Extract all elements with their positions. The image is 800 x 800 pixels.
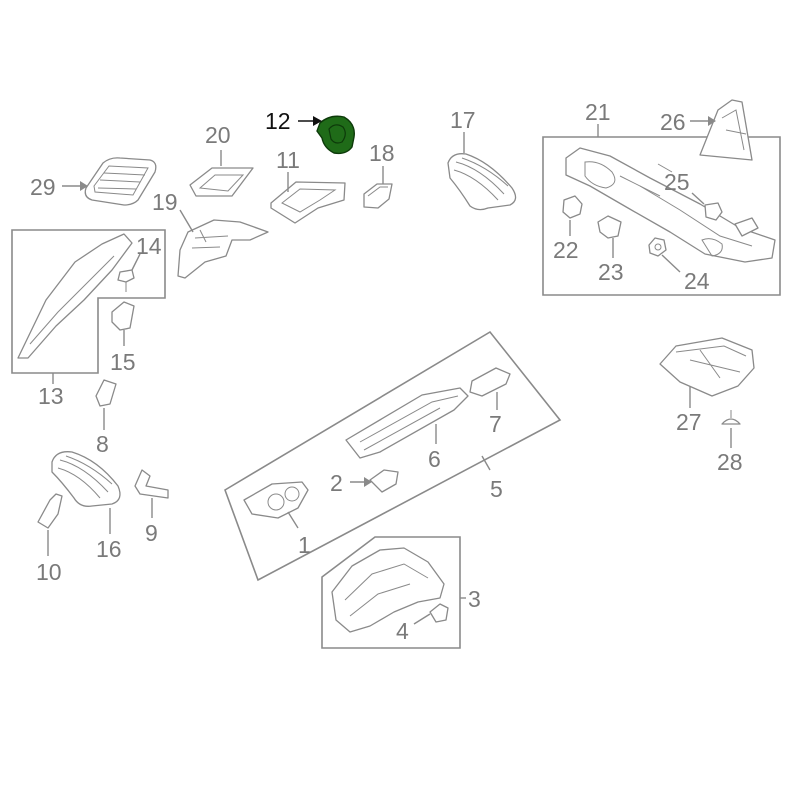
- part-13-long-trim[interactable]: [17, 233, 133, 359]
- part-25-clip[interactable]: [704, 202, 723, 221]
- part-6-glove-box[interactable]: [345, 387, 469, 459]
- part-24-fastener[interactable]: [648, 237, 667, 257]
- part-27-support-bracket[interactable]: [659, 337, 755, 397]
- callout-20[interactable]: 20: [205, 122, 231, 148]
- part-18-clip[interactable]: [363, 183, 393, 209]
- callout-13[interactable]: 13: [38, 383, 64, 409]
- callout-11[interactable]: 11: [276, 147, 300, 173]
- callout-16[interactable]: 16: [96, 536, 122, 562]
- callout-15[interactable]: 15: [110, 349, 136, 375]
- part-23-bracket[interactable]: [597, 215, 622, 239]
- part-12-shape: [316, 115, 355, 155]
- part-9-bracket[interactable]: [134, 469, 169, 499]
- part-8-clip[interactable]: [95, 379, 117, 407]
- leader-24: [661, 254, 681, 273]
- callout-24[interactable]: 24: [684, 268, 710, 294]
- callout-2[interactable]: 2: [330, 470, 343, 496]
- callout-18[interactable]: 18: [369, 140, 395, 166]
- callout-1[interactable]: 1: [298, 532, 311, 558]
- part-15-clip[interactable]: [111, 301, 135, 331]
- leader-14: [131, 253, 141, 271]
- callout-23[interactable]: 23: [598, 259, 624, 285]
- group-frame-13: [11, 229, 166, 374]
- arrow-26: [708, 116, 716, 126]
- callout-3[interactable]: 3: [468, 586, 481, 612]
- part-12-highlighted-bracket[interactable]: [316, 115, 355, 155]
- part-10-bracket[interactable]: [37, 493, 63, 529]
- part-3-housing[interactable]: [331, 547, 445, 633]
- arrow-12: [313, 116, 322, 126]
- leader-19: [179, 209, 194, 233]
- part-1-bezel[interactable]: [243, 481, 309, 519]
- callout-22[interactable]: 22: [553, 237, 579, 263]
- callout-21[interactable]: 21: [585, 99, 611, 125]
- arrow-29: [80, 181, 88, 191]
- callout-4[interactable]: 4: [396, 618, 409, 644]
- part-20-bezel[interactable]: [189, 167, 254, 197]
- part-2-clip[interactable]: [369, 469, 399, 493]
- callout-14[interactable]: 14: [136, 233, 162, 259]
- part-22-bracket[interactable]: [562, 195, 583, 219]
- callout-5[interactable]: 5: [490, 476, 503, 502]
- callout-27[interactable]: 27: [676, 409, 702, 435]
- callout-10[interactable]: 10: [36, 559, 62, 585]
- callout-17[interactable]: 17: [450, 107, 476, 133]
- part-7-insert[interactable]: [469, 367, 511, 397]
- callout-25[interactable]: 25: [664, 169, 690, 195]
- group-frame-21: [542, 136, 781, 296]
- arrow-2: [364, 477, 372, 487]
- group-frame-3: [321, 536, 461, 649]
- leader-5: [481, 455, 491, 471]
- callout-9[interactable]: 9: [145, 520, 158, 546]
- leader-1: [287, 511, 299, 529]
- callout-6[interactable]: 6: [428, 446, 441, 472]
- callout-12[interactable]: 12: [265, 108, 291, 134]
- part-14-screw[interactable]: [117, 269, 135, 292]
- group-frame-5: [224, 330, 562, 582]
- part-17-air-vent[interactable]: [447, 153, 517, 211]
- part-11-trim-panel[interactable]: [270, 181, 346, 224]
- callout-8[interactable]: 8: [96, 431, 109, 457]
- callout-29[interactable]: 29: [30, 174, 56, 200]
- part-21-carrier-assembly[interactable]: [565, 147, 776, 263]
- callout-7[interactable]: 7: [489, 411, 502, 437]
- part-19-lower-trim-panel[interactable]: [177, 219, 269, 279]
- leader-4: [413, 613, 431, 625]
- callout-26[interactable]: 26: [660, 109, 686, 135]
- leader-25: [691, 192, 705, 205]
- part-29-storage-compartment[interactable]: [84, 157, 157, 206]
- part-28-push-pin[interactable]: [721, 410, 741, 425]
- part-16-air-vent[interactable]: [51, 451, 121, 507]
- callout-28[interactable]: 28: [717, 449, 743, 475]
- part-4-clip[interactable]: [429, 603, 449, 623]
- part-26-cover[interactable]: [699, 99, 753, 161]
- callout-19[interactable]: 19: [152, 189, 178, 215]
